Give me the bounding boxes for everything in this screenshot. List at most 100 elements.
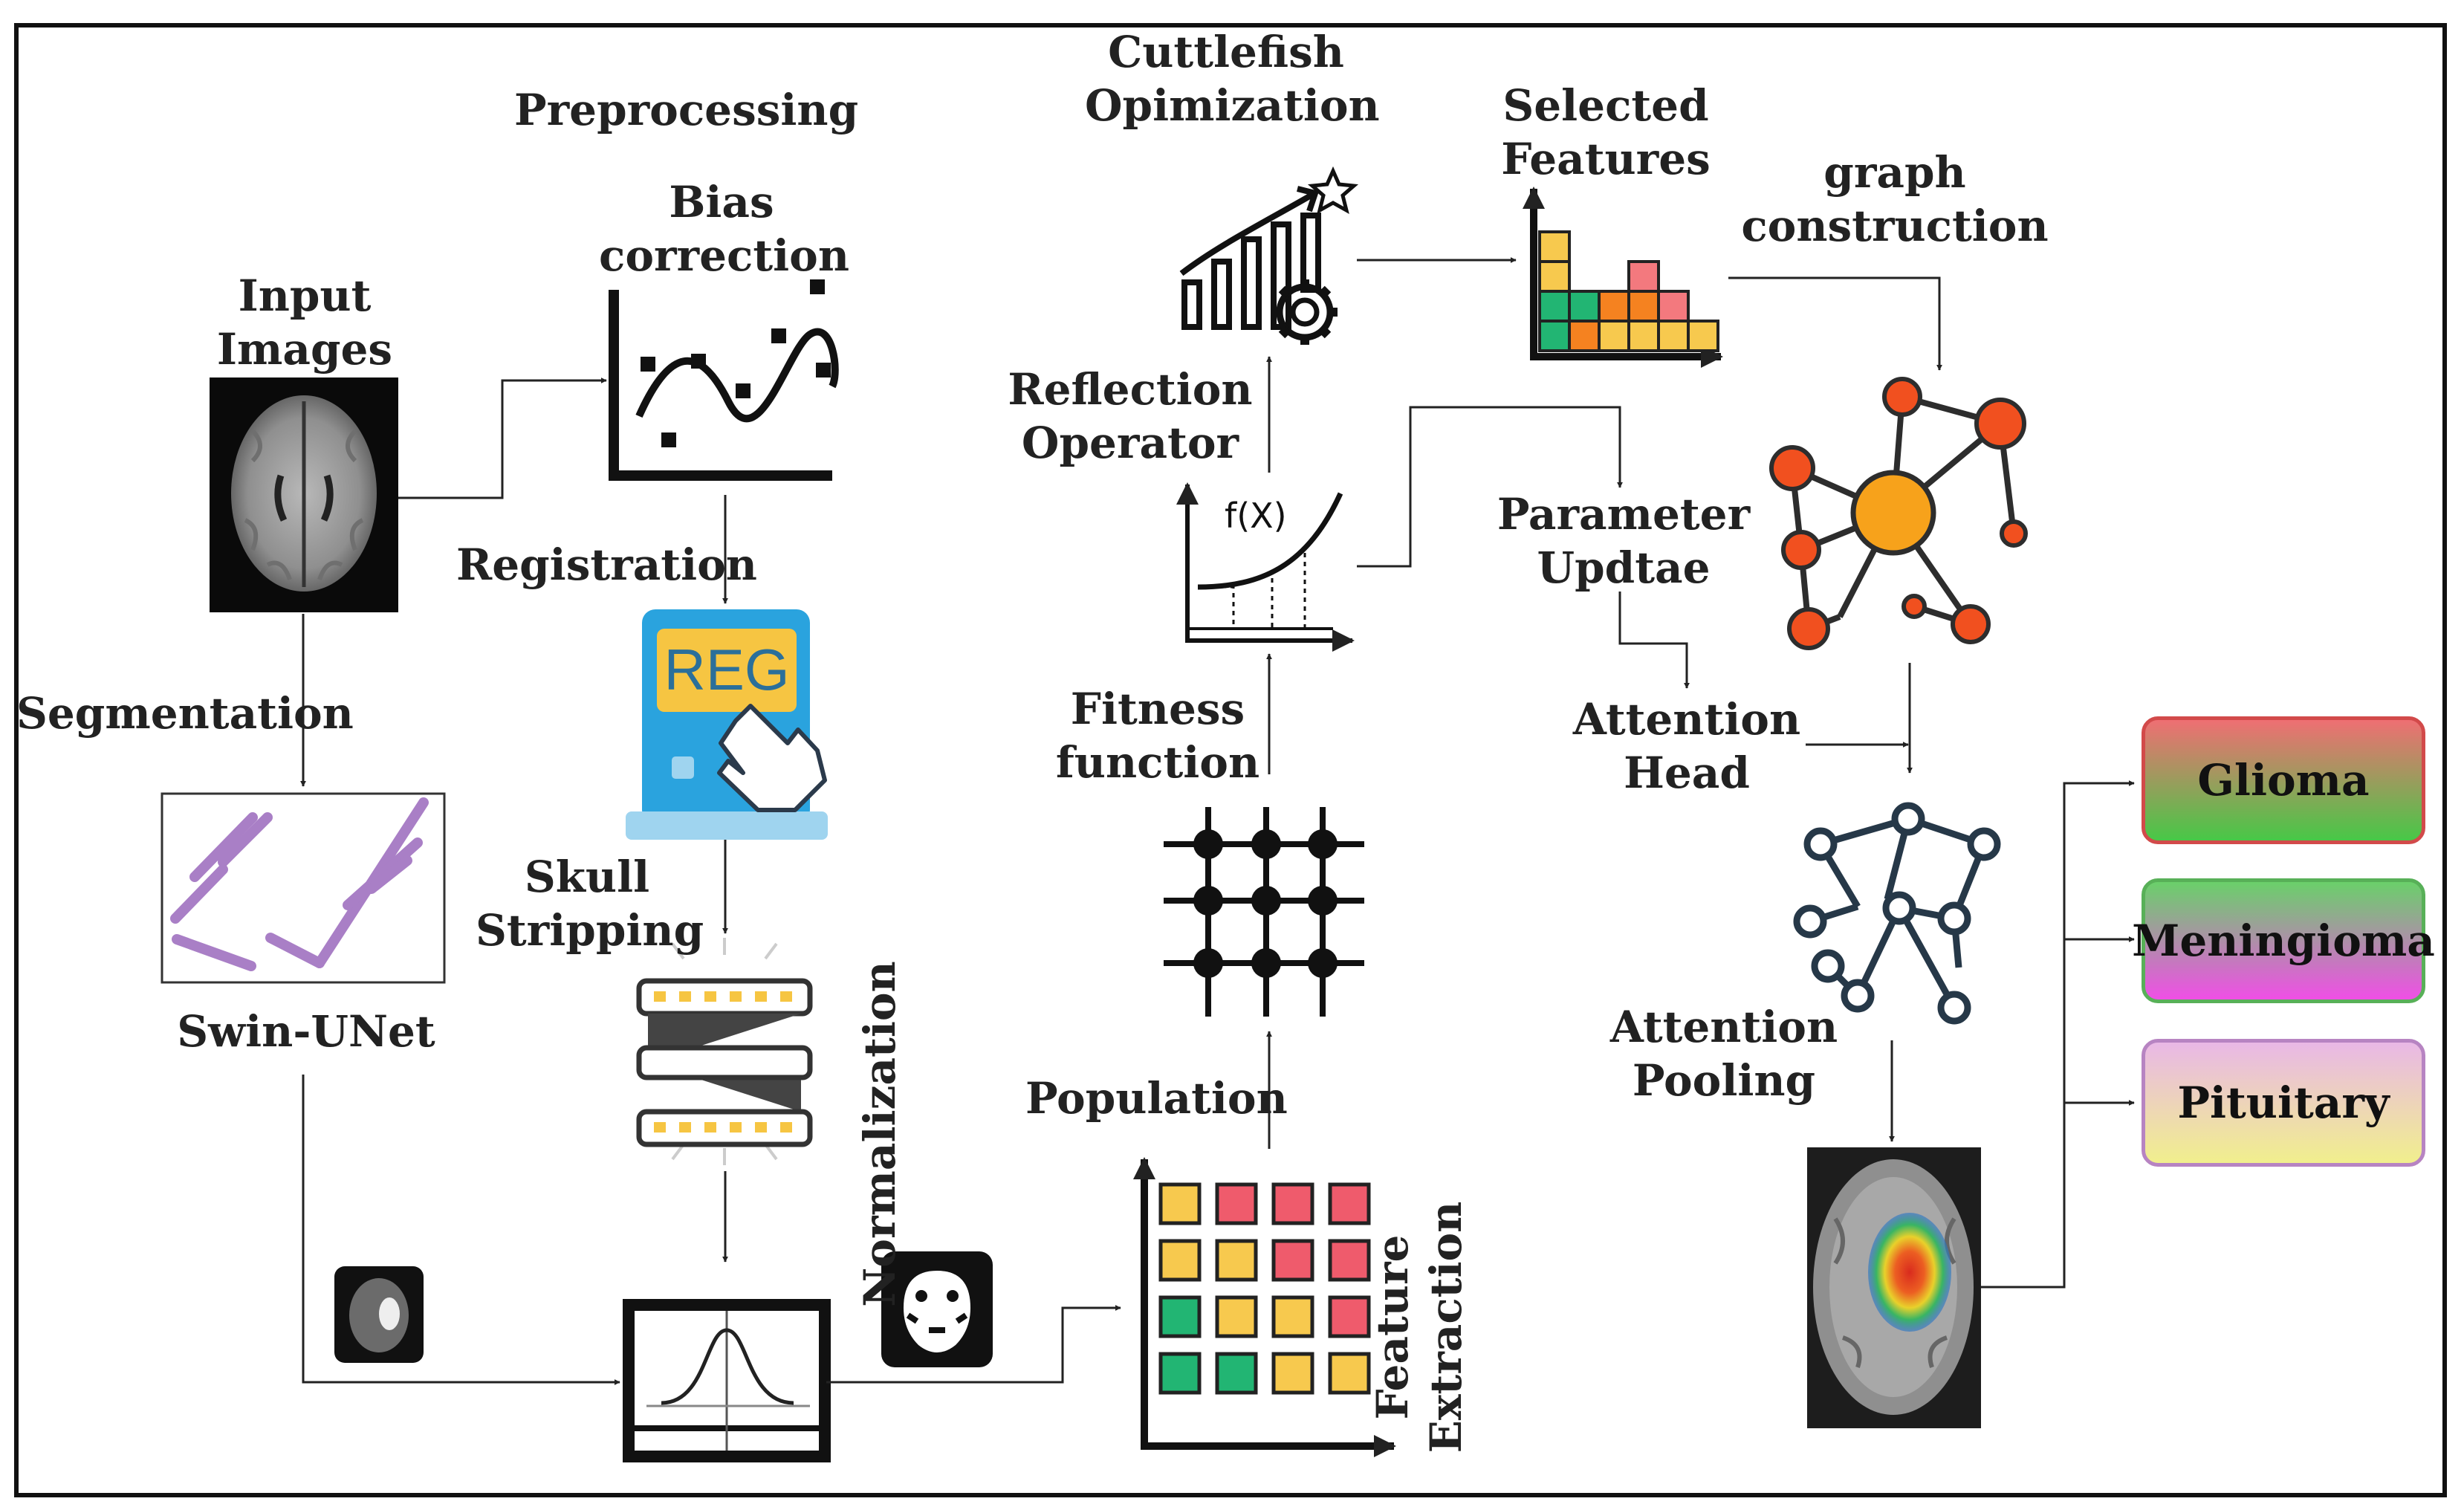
selected-feature-cell [1598,320,1630,352]
population-label: Population [1025,1073,1288,1124]
selected-features-line2: Features [1501,134,1711,184]
feature-cell [1271,1239,1314,1282]
feature-extraction-line2: Extraction [1421,1201,1471,1454]
connectors [300,257,2135,1385]
cuttlefish-optimization-label: Cuttlefish Opimization [1085,25,1380,132]
bias-correction-line2: correction [599,230,850,281]
selected-feature-cell [1598,290,1630,323]
selected-feature-cell [1657,320,1690,352]
skull-stripping-icon [636,938,813,1165]
feature-cell [1271,1182,1314,1225]
graph-construction-label: graph construction [1731,146,2058,253]
class-box-pituitary: Pituitary [2142,1039,2425,1167]
class-box-meningioma: Meningioma [2132,878,2435,1003]
input-mri-image [210,378,398,612]
attention-pooling-label: Attention Pooling [1598,1000,1850,1107]
feature-extraction-line1: Feature [1367,1234,1418,1420]
fitness-function-label: Fitness function [1039,682,1277,789]
selected-feature-cell [1657,290,1690,323]
cuttlefish-line1: Cuttlefish [1108,27,1344,77]
attention-head-label: Attention Head [1560,693,1813,800]
skull-stripping-line1: Skull [524,852,650,902]
normalization-label: Normalization [855,961,905,1307]
cuttlefish-optimization-icon [1179,166,1359,345]
attention-head-line2: Head [1624,748,1750,798]
parameter-update-line1: Parameter [1497,489,1751,539]
feature-cell [1328,1239,1371,1282]
class-label-meningioma: Meningioma [2132,916,2435,966]
attention-pooling-line1: Attention [1609,1002,1838,1052]
segmentation-label: Segmentation [16,688,354,739]
selected-feature-cell [1627,260,1660,293]
cuttlefish-line2: Opimization [1085,80,1380,131]
feature-cell [1215,1295,1258,1338]
attention-heatmap-image [1807,1147,1981,1428]
segmentation-output [161,792,446,984]
feature-cell [1271,1352,1314,1395]
feature-cell [1158,1239,1202,1282]
skull-stripping-line2: Stripping [476,905,704,956]
selected-feature-cell [1687,320,1719,352]
attention-network-icon [1793,802,2001,1025]
reflection-line1: Reflection [1008,364,1253,415]
selected-feature-cell [1627,320,1660,352]
graph-construction-line2: construction [1741,201,2049,251]
class-label-glioma: Glioma [2197,755,2370,806]
fitness-function-icon [1176,482,1355,652]
reflection-operator-label: Reflection Operator [1008,363,1253,470]
skull-stripping-label: Skull Stripping [476,850,704,957]
selected-features-line1: Selected [1502,80,1709,131]
outer-frame [14,23,2447,1497]
class-label-pituitary: Pituitary [2177,1078,2390,1128]
feature-cell [1328,1182,1371,1225]
input-images-line1: Input [238,270,372,321]
input-images-label: Input Images [193,269,416,376]
fx-label: f(X) [1225,496,1287,536]
feature-cell [1328,1295,1371,1338]
attention-pooling-line2: Pooling [1632,1055,1816,1106]
preprocessing-label: Preprocessing [514,85,859,135]
feature-cell [1158,1295,1202,1338]
registration-label: Registration [456,539,757,590]
feature-cell [1215,1182,1258,1225]
class-box-glioma: Glioma [2142,716,2425,844]
fitness-line2: function [1055,737,1260,788]
selected-feature-cell [1568,290,1601,323]
selected-feature-cell [1538,290,1571,323]
feature-extraction-label: Feature Extraction [1366,1156,1473,1498]
swin-unet-label: Swin-UNet [177,1006,435,1057]
bias-correction-label: Bias correction [599,175,850,282]
feature-cell [1215,1352,1258,1395]
feature-cell [1271,1295,1314,1338]
reg-icon-text: REG [664,637,789,702]
selected-features-icon [1523,187,1723,368]
bias-correction-line1: Bias [669,177,774,227]
feature-cell [1158,1182,1202,1225]
selected-feature-cell [1538,320,1571,352]
graph-construction-line1: graph [1823,147,1966,198]
selected-feature-cell [1538,230,1571,263]
input-images-line2: Images [216,324,393,375]
feature-cell [1215,1239,1258,1282]
selected-feature-cell [1568,320,1601,352]
feature-extraction-icon [1133,1157,1396,1457]
feature-cell [1328,1352,1371,1395]
segmented-brain-thumbnail [334,1266,424,1363]
selected-feature-cell [1538,260,1571,293]
graph-construction-icon [1769,377,2028,650]
bias-correction-icon [609,279,839,481]
population-icon [1164,807,1364,1017]
feature-cell [1158,1352,1202,1395]
attention-head-line1: Attention [1572,694,1801,745]
registration-icon [626,609,828,840]
parameter-update-label: Parameter Updtae [1486,487,1761,594]
parameter-update-line2: Updtae [1537,542,1711,593]
reflection-line2: Operator [1021,418,1239,468]
fitness-line1: Fitness [1070,684,1245,734]
normalized-brain-thumbnail [881,1251,993,1367]
normalization-icon [623,1299,831,1462]
selected-features-label: Selected Features [1483,79,1728,186]
selected-feature-cell [1627,290,1660,323]
